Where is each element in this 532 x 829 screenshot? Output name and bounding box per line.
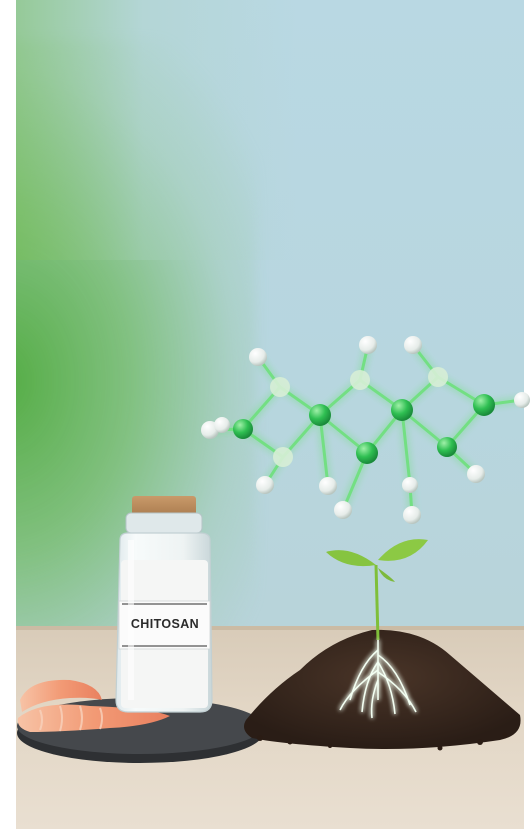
- seedling: [326, 539, 428, 641]
- vial-label: [118, 600, 211, 650]
- molecule-atoms: [201, 336, 530, 524]
- tabletop-edge: [16, 626, 524, 630]
- background-wash: [16, 0, 524, 260]
- glowing-roots: [339, 640, 417, 719]
- vial-label-text: CHITOSAN: [130, 617, 200, 631]
- chitosan-vial: [115, 496, 213, 713]
- soil-mound: [244, 629, 521, 751]
